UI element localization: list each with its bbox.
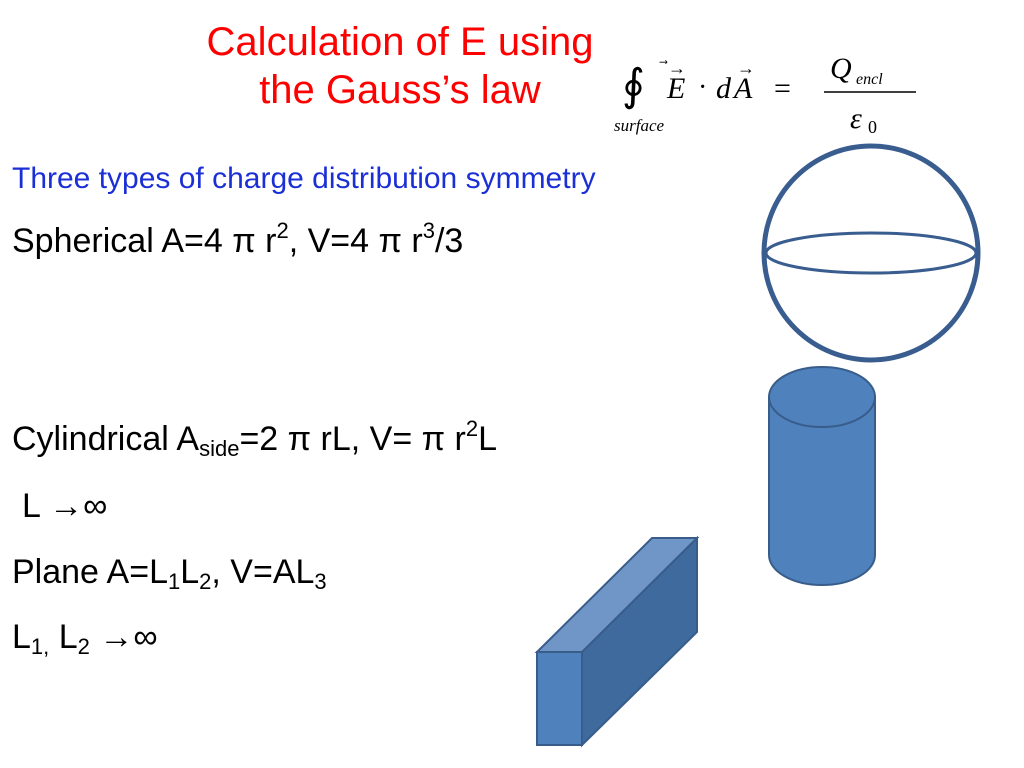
cylinder-limit-line: L →∞ [22, 487, 108, 525]
spherical-text-2: , V=4 π r [288, 222, 423, 260]
cylindrical-text-2: =2 π rL, V= π r [239, 420, 466, 458]
spherical-sup-2: 3 [422, 218, 435, 243]
formula-e: E [666, 72, 685, 105]
plane-limit-text-3: →∞ [89, 618, 158, 656]
sphere-outline [761, 143, 981, 363]
vector-arrow-e: ⃗→ [659, 58, 686, 78]
plane-limit-sub-1: 1, [30, 634, 50, 659]
sphere-shape [761, 143, 981, 363]
gauss-law-formula: ∮ surface E ⃗→ · d A → = Q encl ε 0 [614, 52, 916, 137]
spherical-text-1: Spherical A=4 π r [12, 222, 277, 260]
plane-box-shape [534, 535, 700, 748]
plane-text-3: , V=AL [211, 553, 315, 591]
integral-sign: ∮ [622, 61, 645, 110]
plane-sub-2: 2 [199, 569, 212, 594]
cylindrical-line: Cylindrical Aside=2 π rL, V= π r2L [12, 418, 498, 461]
formula-numerator-sub: encl [856, 71, 883, 88]
plane-limit-line: L1, L2 →∞ [12, 618, 158, 659]
formula-denominator-sub: 0 [868, 117, 877, 137]
sphere-equator [764, 231, 978, 275]
plane-text-1: Plane A=L [12, 553, 168, 591]
plane-limit-text-1: L [12, 618, 31, 656]
title-line-2: the Gauss’s law [259, 68, 541, 112]
cylindrical-sup-1: 2 [465, 416, 479, 441]
box-side-face [581, 535, 698, 748]
plane-line: Plane A=L1L2, V=AL3 [12, 553, 327, 594]
slide-title: Calculation of E using the Gauss’s law [150, 18, 650, 114]
plane-text-2: L [180, 553, 200, 591]
formula-a: A [732, 72, 753, 105]
spherical-text-3: /3 [434, 222, 464, 260]
cylinder-body [768, 396, 876, 586]
formula-dot: · [698, 72, 707, 103]
box-top-face [534, 537, 700, 653]
formula-d: d [716, 72, 732, 105]
plane-sub-1: 1 [167, 569, 181, 594]
integral-subscript: surface [614, 116, 665, 135]
formula-equals: = [774, 72, 791, 105]
spherical-sup-1: 2 [276, 218, 289, 243]
plane-limit-sub-2: 2 [77, 634, 90, 659]
cylinder-top [768, 366, 876, 428]
formula-denominator: ε [850, 102, 862, 135]
formula-numerator: Q [830, 52, 852, 85]
cylindrical-text-3: L [478, 420, 498, 458]
spherical-line: Spherical A=4 π r2, V=4 π r3/3 [12, 220, 464, 261]
plane-sub-3: 3 [314, 569, 327, 594]
cylindrical-sub-1: side [199, 436, 240, 461]
vector-arrow-a: → [737, 58, 755, 78]
title-line-1: Calculation of E using [206, 20, 594, 64]
plane-limit-text-2: L [49, 618, 78, 656]
box-front-face [536, 651, 583, 746]
cylindrical-text-1: Cylindrical A [12, 420, 200, 458]
subheading: Three types of charge distribution symme… [12, 162, 596, 195]
cylinder-shape [768, 366, 876, 586]
